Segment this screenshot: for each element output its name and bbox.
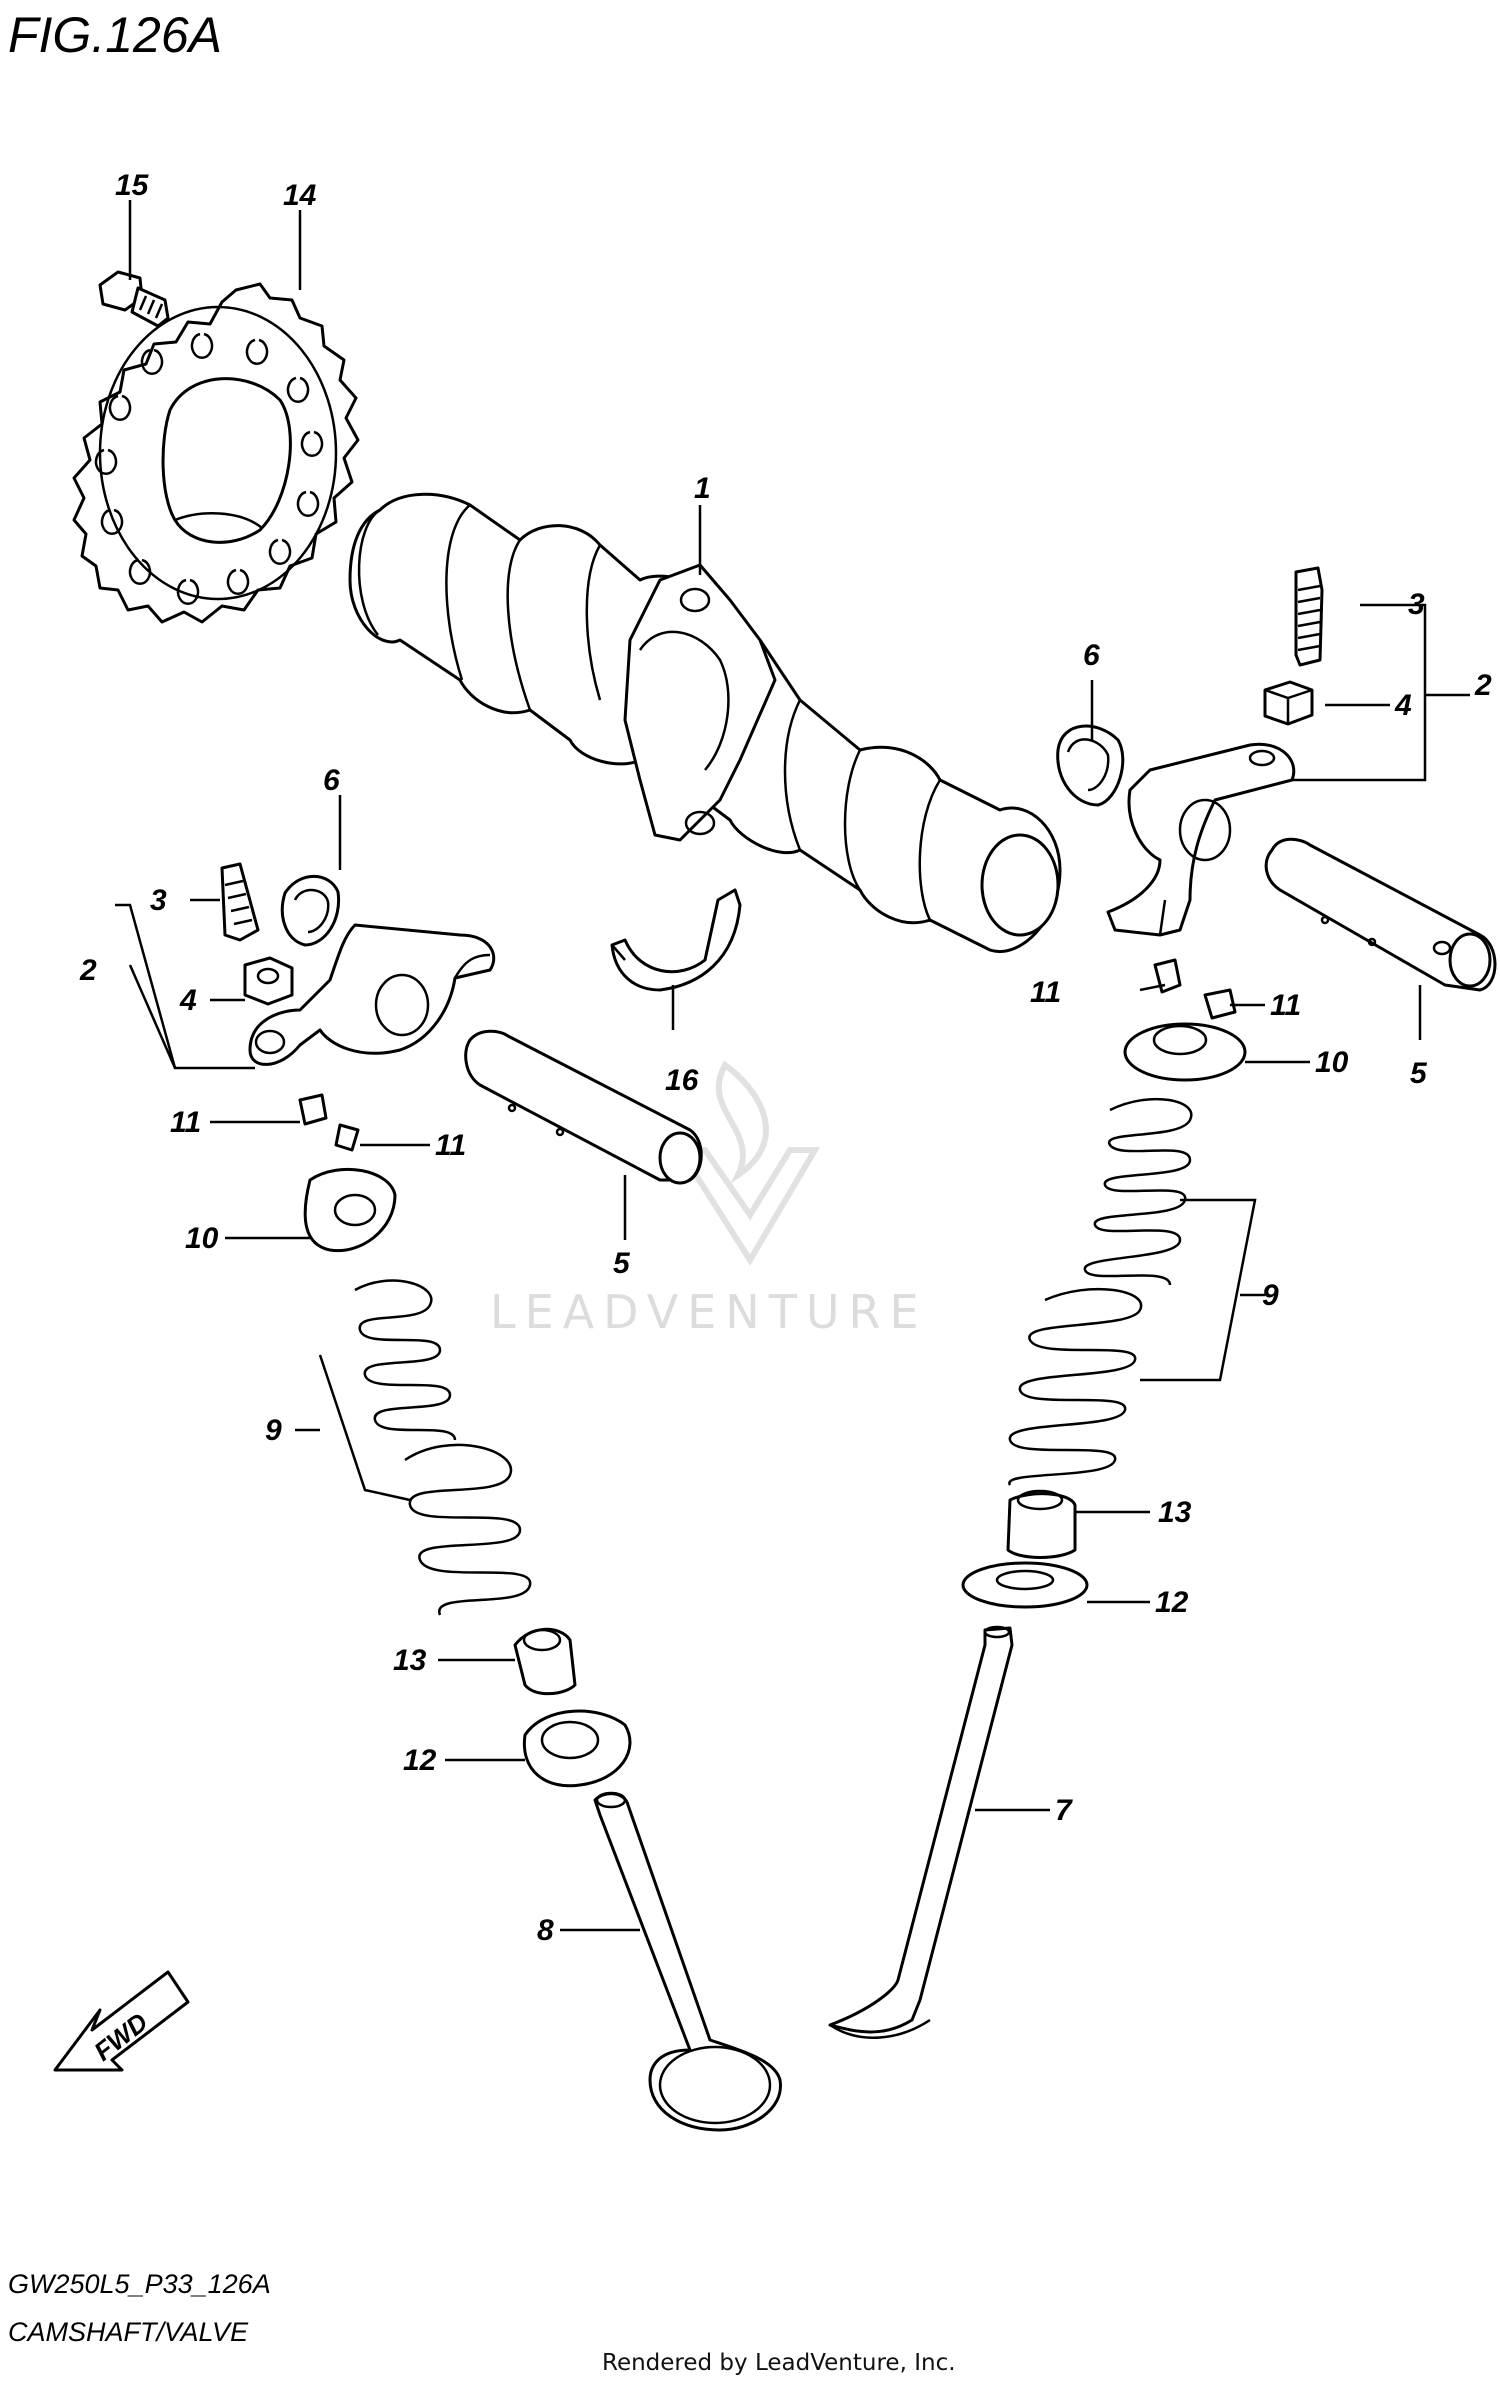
rocker-arm-right (1106, 742, 1296, 937)
flame-v-logo (674, 1060, 821, 1266)
diagram-code: GW250L5_P33_126A (8, 2269, 271, 2299)
callout-11-left-a: 11 (170, 1106, 201, 1139)
leader-lines (115, 200, 1470, 1932)
callout-10-left: 10 (185, 1222, 219, 1255)
adjusting-screw-right (1294, 566, 1324, 667)
callout-6-left: 6 (323, 764, 340, 797)
camshaft-retainer-ring (610, 888, 742, 992)
lock-nut-right (1263, 680, 1314, 726)
callout-13-left: 13 (393, 1644, 427, 1677)
callout-9-right: 9 (1262, 1279, 1279, 1312)
rocker-shaft-left (464, 1029, 703, 1185)
callout-2-right: 2 (1474, 669, 1492, 702)
callout-5-right: 5 (1410, 1057, 1428, 1090)
callouts: 15 14 1 3 2 4 6 5 11 11 10 9 13 12 7 6 3… (79, 169, 1492, 1947)
cam-sprocket (72, 282, 360, 624)
watermark-text: LEADVENTURE (490, 1285, 928, 1339)
callout-12-right: 12 (1155, 1586, 1189, 1619)
camshaft (348, 492, 1062, 953)
watermark: LEADVENTURE (490, 1060, 928, 1339)
callout-2-left: 2 (79, 954, 97, 987)
rocker-spring-left (280, 875, 341, 947)
callout-16: 16 (665, 1064, 699, 1097)
callout-7: 7 (1055, 1794, 1073, 1827)
callout-4-left: 4 (179, 984, 197, 1017)
adjusting-screw-left (220, 862, 260, 942)
diagram-subtitle: CAMSHAFT/VALVE (8, 2317, 249, 2347)
valve-spring-left (354, 1279, 532, 1616)
callout-6-right: 6 (1083, 639, 1100, 672)
rocker-arm-left (248, 923, 496, 1066)
callout-4-right: 4 (1394, 689, 1412, 722)
callout-11-right-a: 11 (1030, 976, 1061, 1009)
callout-13-right: 13 (1158, 1496, 1192, 1529)
callout-14: 14 (283, 179, 317, 212)
spring-seat-right (961, 1561, 1089, 1609)
spring-retainer-right (1123, 1022, 1247, 1082)
valve-cotter-right (1153, 958, 1237, 1020)
callout-3-left: 3 (150, 884, 167, 917)
rocker-shaft-right (1264, 837, 1497, 992)
spring-retainer-left (303, 1167, 397, 1253)
callout-1: 1 (694, 472, 711, 505)
callout-5-left: 5 (613, 1247, 631, 1280)
figure-title: FIG.126A (8, 7, 222, 63)
spring-seat-left (522, 1709, 632, 1788)
callout-12-left: 12 (403, 1744, 437, 1777)
exhaust-valve (828, 1625, 1014, 2039)
render-credit: Rendered by LeadVenture, Inc. (602, 2350, 956, 2376)
arrow-fwd-icon: FWD (53, 1970, 190, 2072)
valve-stem-seal-right (1006, 1489, 1077, 1559)
callout-15: 15 (115, 169, 150, 202)
callout-11-right-b: 11 (1270, 989, 1301, 1022)
rocker-spring-right (1056, 724, 1125, 807)
callout-9-left: 9 (265, 1414, 282, 1447)
callout-10-right: 10 (1315, 1046, 1349, 1079)
intake-valve (593, 1791, 782, 2132)
callout-3-right: 3 (1408, 588, 1425, 621)
callout-8: 8 (537, 1914, 554, 1947)
lock-nut-left (243, 956, 294, 1006)
valve-spring-right (1008, 1097, 1193, 1486)
valve-stem-seal-left (513, 1627, 577, 1696)
sprocket-bolt (98, 270, 170, 328)
valve-cotter-left (298, 1093, 360, 1152)
callout-11-left-b: 11 (435, 1129, 466, 1162)
